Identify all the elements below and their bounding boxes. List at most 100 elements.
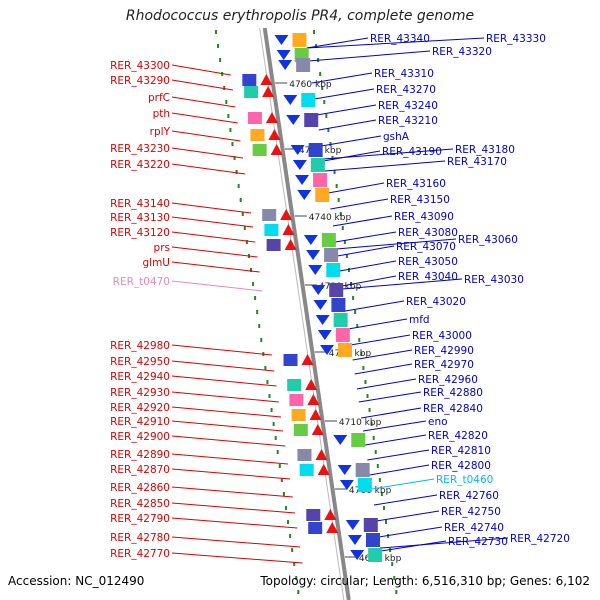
leader-line (171, 360, 275, 372)
gene-arrow-reverse (317, 330, 332, 340)
gene-box (363, 518, 378, 532)
gene-label: eno (428, 416, 448, 428)
gene-box (306, 509, 321, 521)
leader-line (171, 536, 301, 548)
gene-label: RER_43000 (412, 330, 472, 342)
gene-arrow-reverse (350, 550, 365, 560)
gene-arrow-reverse (295, 175, 310, 185)
ring-dot (252, 282, 255, 286)
gene-box (301, 93, 316, 107)
gene-label: RER_42760 (439, 490, 499, 502)
scale-label: 4760 kbp (289, 80, 332, 90)
leader-line (367, 449, 430, 461)
leader-line (306, 37, 369, 49)
gene-box (331, 298, 346, 312)
genome-backbone (262, 27, 351, 600)
leader-line (350, 334, 411, 346)
gene-arrow-reverse (333, 435, 348, 445)
gene-box (357, 478, 372, 492)
ring-dot (376, 464, 379, 468)
leader-line (352, 349, 413, 361)
leader-line (171, 375, 277, 387)
leader-line (171, 406, 282, 418)
gene-box (326, 263, 341, 277)
ring-dot (266, 380, 269, 384)
gene-label: RER_42990 (414, 345, 474, 357)
gene-label: RER_t0460 (436, 474, 493, 486)
gene-label: RER_43060 (458, 234, 518, 246)
gene-box (247, 112, 262, 124)
gene-label: RER_43020 (406, 296, 466, 308)
gene-arrow-reverse (283, 95, 298, 105)
gene-label: RER_43270 (376, 84, 436, 96)
gene-box (308, 143, 323, 157)
gene-label: RER_42890 (110, 449, 170, 461)
gene-label: RER_43230 (110, 143, 170, 155)
leader-line (314, 88, 375, 100)
gene-box (264, 224, 279, 236)
leader-line (171, 468, 291, 480)
gene-label: RER_42950 (110, 356, 170, 368)
leader-line (356, 378, 417, 390)
leader-line (171, 216, 254, 228)
ring-dot (374, 450, 377, 454)
leader-line (376, 510, 440, 522)
ring-dot (225, 100, 228, 104)
gene-arrow-forward (262, 86, 275, 97)
ring-dot (278, 464, 281, 468)
gene-arrow-forward (280, 209, 293, 220)
leader-line (380, 540, 447, 552)
gene-label: RER_43090 (394, 211, 454, 223)
gene-box (351, 433, 366, 447)
gene-label: RER_43080 (398, 227, 458, 239)
gene-arrow-forward (305, 379, 318, 390)
ring-dot (313, 30, 315, 34)
gene-label: RER_42720 (510, 533, 570, 545)
leader-line (171, 231, 256, 243)
leader-line (361, 407, 422, 419)
ring-dot (217, 44, 220, 48)
gene-label: RER_42790 (110, 513, 170, 525)
ring-dot (391, 562, 394, 566)
ring-dot (323, 100, 326, 104)
gene-box (368, 548, 383, 562)
gene-arrow-forward (326, 522, 339, 533)
gene-box (289, 394, 304, 406)
gene-label: pth (153, 108, 170, 120)
leader-line (354, 363, 413, 375)
gene-arrow-reverse (311, 285, 326, 295)
gene-box (338, 343, 353, 357)
leader-line (171, 453, 288, 465)
gene-arrow-forward (268, 129, 281, 140)
ring-dot (356, 324, 359, 328)
gene-box (292, 33, 307, 47)
leader-line (171, 130, 241, 142)
gene-arrow-reverse (308, 265, 323, 275)
ring-dot (358, 338, 361, 342)
ring-dot (284, 506, 287, 510)
ring-dot (360, 352, 363, 356)
ring-dot (282, 492, 285, 496)
leader-line (171, 391, 279, 403)
gene-label: RER_42820 (428, 430, 488, 442)
ring-dot (256, 310, 259, 314)
gene-arrow-reverse (337, 465, 352, 475)
ring-dot (260, 338, 263, 342)
ring-dot (289, 534, 292, 538)
gene-label: RER_43050 (398, 256, 458, 268)
gene-arrow-reverse (320, 345, 335, 355)
leader-line (171, 420, 284, 432)
gene-label: RER_43040 (398, 271, 458, 283)
gene-arrow-reverse (345, 520, 360, 530)
gene-arrow-reverse (274, 35, 289, 45)
ring-dot (366, 394, 369, 398)
gene-box (296, 58, 311, 72)
leader-line (336, 238, 457, 250)
ring-dot (280, 478, 283, 482)
ring-dot (227, 114, 230, 118)
leader-line (171, 552, 303, 564)
ring-dot (335, 184, 338, 188)
gene-arrow-forward (309, 409, 322, 420)
gene-box (244, 86, 259, 98)
